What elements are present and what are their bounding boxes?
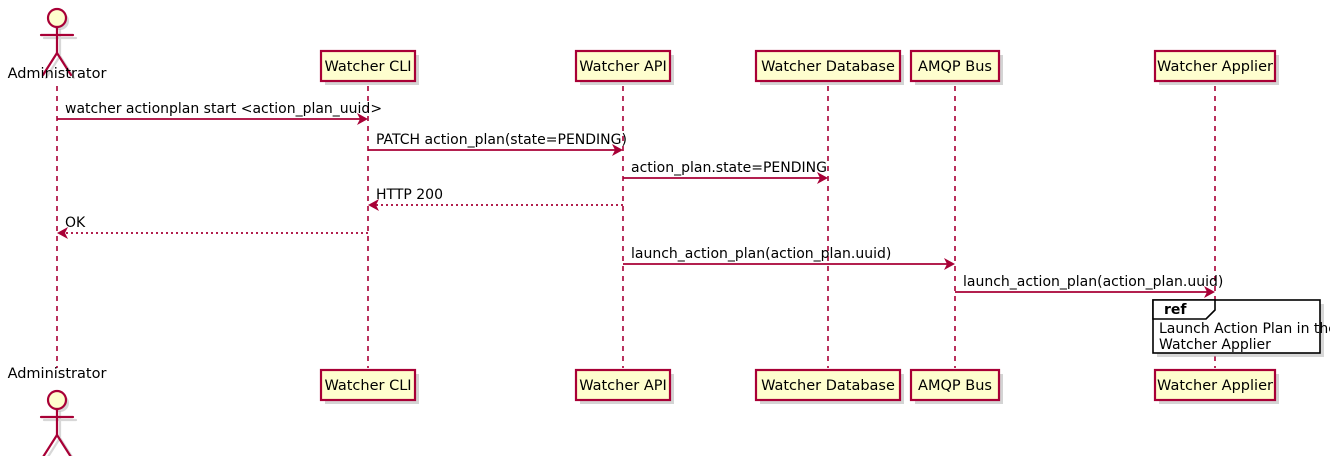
actor-leg-left [42, 433, 59, 456]
participant-box-api[interactable]: Watcher API [574, 368, 674, 404]
ref-fragment-text-line: Launch Action Plan in the [1159, 321, 1330, 337]
message-7[interactable]: launch_action_plan(action_plan.uuid) [955, 274, 1223, 298]
actor-head-icon [46, 7, 68, 29]
participant-box-rect [574, 49, 672, 83]
actor-leg-right [55, 433, 72, 456]
participant-box-rect [1153, 49, 1277, 83]
message-2[interactable]: PATCH action_plan(state=PENDING) [368, 132, 627, 156]
actor-admin[interactable]: Administrator [8, 366, 107, 456]
participant-box-db[interactable]: Watcher Database [754, 49, 904, 85]
participant-box-rect [1153, 368, 1277, 402]
participant-box-amqp[interactable]: AMQP Bus [909, 49, 1003, 85]
message-6[interactable]: launch_action_plan(action_plan.uuid) [623, 246, 955, 270]
actor-label-admin: Administrator [8, 366, 107, 382]
message-arrowhead-icon [612, 144, 623, 156]
message-arrowhead-icon [817, 172, 828, 184]
ref-fragment-tag-label: ref [1164, 302, 1187, 318]
participant-box-applier[interactable]: Watcher Applier [1153, 49, 1279, 85]
actor-shadow [42, 410, 78, 456]
message-arrowhead-icon [368, 199, 379, 211]
actor-label-admin: Administrator [8, 66, 107, 82]
participant-box-rect [909, 368, 1001, 402]
message-3[interactable]: action_plan.state=PENDING [623, 160, 828, 184]
message-label: watcher actionplan start <action_plan_uu… [65, 101, 382, 117]
participant-label-api: Watcher API [579, 378, 667, 394]
actor-leg-right [55, 51, 73, 77]
participant-box-rect [754, 368, 902, 402]
participant-label-cli: Watcher CLI [324, 59, 411, 75]
participant-label-db: Watcher Database [761, 59, 895, 75]
participant-box-rect [754, 49, 902, 83]
ref-fragment-text-line: Watcher Applier [1159, 337, 1271, 353]
message-arrowhead-icon [57, 227, 68, 239]
participant-box-api[interactable]: Watcher API [574, 49, 674, 85]
participant-box-cli[interactable]: Watcher CLI [319, 49, 419, 85]
message-5[interactable]: OK [57, 215, 368, 239]
participant-box-cli[interactable]: Watcher CLI [319, 368, 419, 404]
message-arrowhead-icon [944, 258, 955, 270]
message-1[interactable]: watcher actionplan start <action_plan_uu… [57, 101, 382, 125]
message-arrowhead-icon [1204, 286, 1215, 298]
actor-leg-left [41, 51, 59, 77]
participant-box-rect [574, 368, 672, 402]
participant-box-db[interactable]: Watcher Database [754, 368, 904, 404]
participant-label-amqp: AMQP Bus [918, 59, 992, 75]
participant-label-applier: Watcher Applier [1157, 378, 1273, 394]
participant-label-api: Watcher API [579, 59, 667, 75]
messages-layer: watcher actionplan start <action_plan_uu… [57, 101, 1223, 298]
participant-box-applier[interactable]: Watcher Applier [1153, 368, 1279, 404]
actor-head-icon [46, 389, 68, 411]
ref-fragment-tab [1152, 299, 1216, 320]
participant-box-rect [319, 49, 417, 83]
message-label: action_plan.state=PENDING [631, 160, 827, 176]
message-label: launch_action_plan(action_plan.uuid) [631, 246, 891, 262]
participant-box-rect [319, 368, 417, 402]
message-label: OK [65, 215, 86, 231]
message-label: PATCH action_plan(state=PENDING) [376, 132, 627, 148]
message-arrowhead-icon [357, 113, 368, 125]
actor-shadow [42, 28, 78, 80]
participant-label-db: Watcher Database [761, 378, 895, 394]
participant-box-rect [909, 49, 1001, 83]
participant-label-cli: Watcher CLI [324, 378, 411, 394]
message-label: launch_action_plan(action_plan.uuid) [963, 274, 1223, 290]
participant-label-applier: Watcher Applier [1157, 59, 1273, 75]
participant-label-amqp: AMQP Bus [918, 378, 992, 394]
actor-admin[interactable]: Administrator [8, 7, 107, 82]
participant-box-amqp[interactable]: AMQP Bus [909, 368, 1003, 404]
lifelines-layer [56, 86, 1216, 368]
message-label: HTTP 200 [376, 187, 443, 203]
message-4[interactable]: HTTP 200 [368, 187, 623, 211]
